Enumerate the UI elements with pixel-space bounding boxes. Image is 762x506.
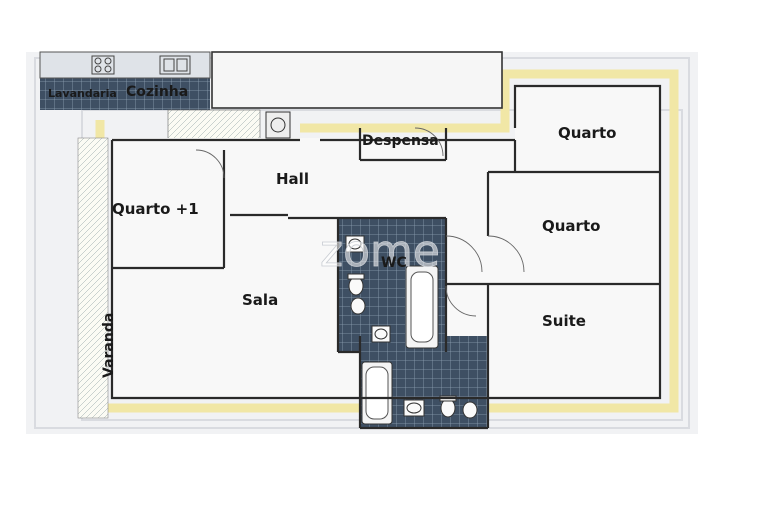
room-label-cozinha: Cozinha bbox=[126, 84, 188, 100]
room-label-suite: Suite bbox=[542, 312, 586, 330]
kitchen-tile-area bbox=[40, 78, 210, 110]
room-label-hall: Hall bbox=[276, 170, 309, 188]
room-label-wc: WC bbox=[381, 255, 407, 271]
right-wing-floor bbox=[515, 85, 660, 145]
door-swings bbox=[195, 127, 525, 317]
sink-icon bbox=[159, 55, 191, 75]
walls bbox=[110, 84, 662, 430]
courtyard bbox=[211, 51, 503, 109]
room-label-quarto-top: Quarto bbox=[558, 124, 616, 142]
room-label-varanda: Varanda bbox=[101, 313, 117, 378]
bidet-icon bbox=[350, 297, 478, 419]
washbasin-icon bbox=[345, 235, 425, 417]
room-label-quarto-mid: Quarto bbox=[542, 217, 600, 235]
balcony bbox=[77, 137, 109, 419]
room-label-lavandaria: Lavandaria bbox=[48, 87, 117, 100]
bathtub-icon bbox=[361, 361, 393, 425]
bathtub-icon bbox=[405, 265, 439, 349]
stove-icon bbox=[91, 55, 115, 75]
washing-machine-icon bbox=[265, 111, 291, 139]
room-label-quarto-plus1: Quarto +1 bbox=[112, 200, 199, 218]
kitchen-lower-tiles bbox=[167, 109, 261, 141]
room-label-sala: Sala bbox=[242, 291, 278, 309]
room-label-despensa: Despensa bbox=[362, 133, 439, 149]
watermark: zome bbox=[320, 226, 440, 277]
